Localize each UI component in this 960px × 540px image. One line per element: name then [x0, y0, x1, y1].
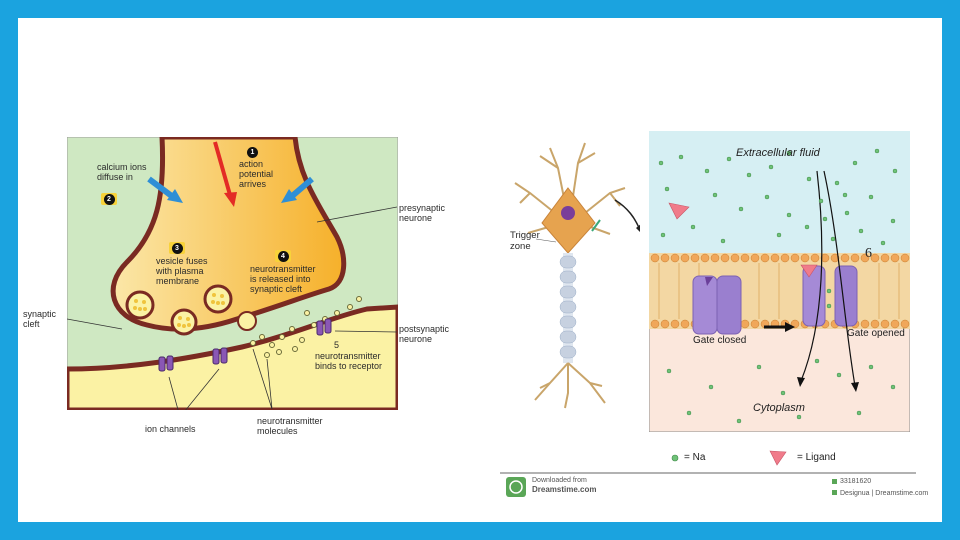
vesicle-2 [203, 284, 233, 314]
trigger-zone-label: Trigger zone [510, 230, 540, 252]
ligand-gated-channel-diagram: Extracellular fluid 6 Gate closed Gate o… [649, 131, 910, 432]
legend: = Na = Ligand [640, 440, 910, 474]
synapse-illustration [67, 137, 398, 410]
synaptic-cleft-label: synaptic cleft [23, 309, 57, 329]
step-4-badge: 4 [275, 250, 291, 262]
watermark-footer: Downloaded from Dreamstime.com 33181620 … [500, 472, 928, 504]
postsynaptic-neurone-label: postsynaptic neurone [399, 324, 450, 344]
neuron-illustration [514, 142, 640, 409]
step-3-badge: 3 [169, 242, 185, 254]
watermark-graphics [500, 472, 916, 497]
sodium-legend-label: = Na [684, 452, 706, 463]
neurotransmitter-released-label: neurotransmitter is released into synapt… [250, 264, 316, 294]
closed-channel-shape [692, 275, 742, 335]
neurotransmitter-dots [250, 296, 362, 358]
extracellular-fluid-label: Extracellular fluid [736, 147, 820, 159]
step-2-badge: 2 [101, 193, 117, 205]
vesicle-1 [125, 290, 155, 320]
step-5-number: 5 [334, 340, 340, 350]
neurotransmitter-molecules-label: neurotransmitter molecules [257, 416, 323, 436]
calcium-ions-label: calcium ions diffuse in [97, 162, 147, 182]
watermark-credit: Designua | Dreamstime.com [840, 490, 929, 497]
ligand-free [668, 202, 690, 220]
ion-channel-shapes [158, 318, 332, 372]
step-1-badge: 1 [247, 147, 258, 158]
action-potential-label: action potential arrives [239, 159, 274, 189]
vesicle-fuses-label: vesicle fuses with plasma membrane [156, 256, 208, 286]
binds-to-receptor-label: neurotransmitter binds to receptor [315, 351, 383, 371]
ligand-legend-label: = Ligand [797, 452, 836, 463]
step-4-number: 4 [277, 250, 289, 262]
gate-closed-label: Gate closed [693, 335, 747, 346]
watermark-image-id: 33181620 [840, 478, 872, 485]
panel-number-label: 6 [865, 246, 872, 261]
channel-illustration [649, 131, 910, 432]
watermark-line-2: Dreamstime.com [532, 485, 597, 494]
gate-opened-label: Gate opened [847, 328, 905, 339]
cytoplasm-label: Cytoplasm [753, 402, 805, 414]
neuron-diagram: Trigger zone [500, 138, 640, 413]
sodium-ions [658, 148, 898, 424]
watermark-line-1: Downloaded from [532, 477, 587, 484]
step-3-number: 3 [171, 242, 183, 254]
step-2-number: 2 [103, 193, 115, 205]
legend-shapes [671, 450, 787, 466]
synapse-diagram: calcium ions diffuse in 2 1 action poten… [23, 137, 449, 436]
presynaptic-neurone-label: presynaptic neurone [399, 203, 446, 223]
ion-channels-label: ion channels [145, 424, 196, 434]
lipid-tails [658, 263, 900, 319]
vesicle-3 [170, 308, 198, 336]
